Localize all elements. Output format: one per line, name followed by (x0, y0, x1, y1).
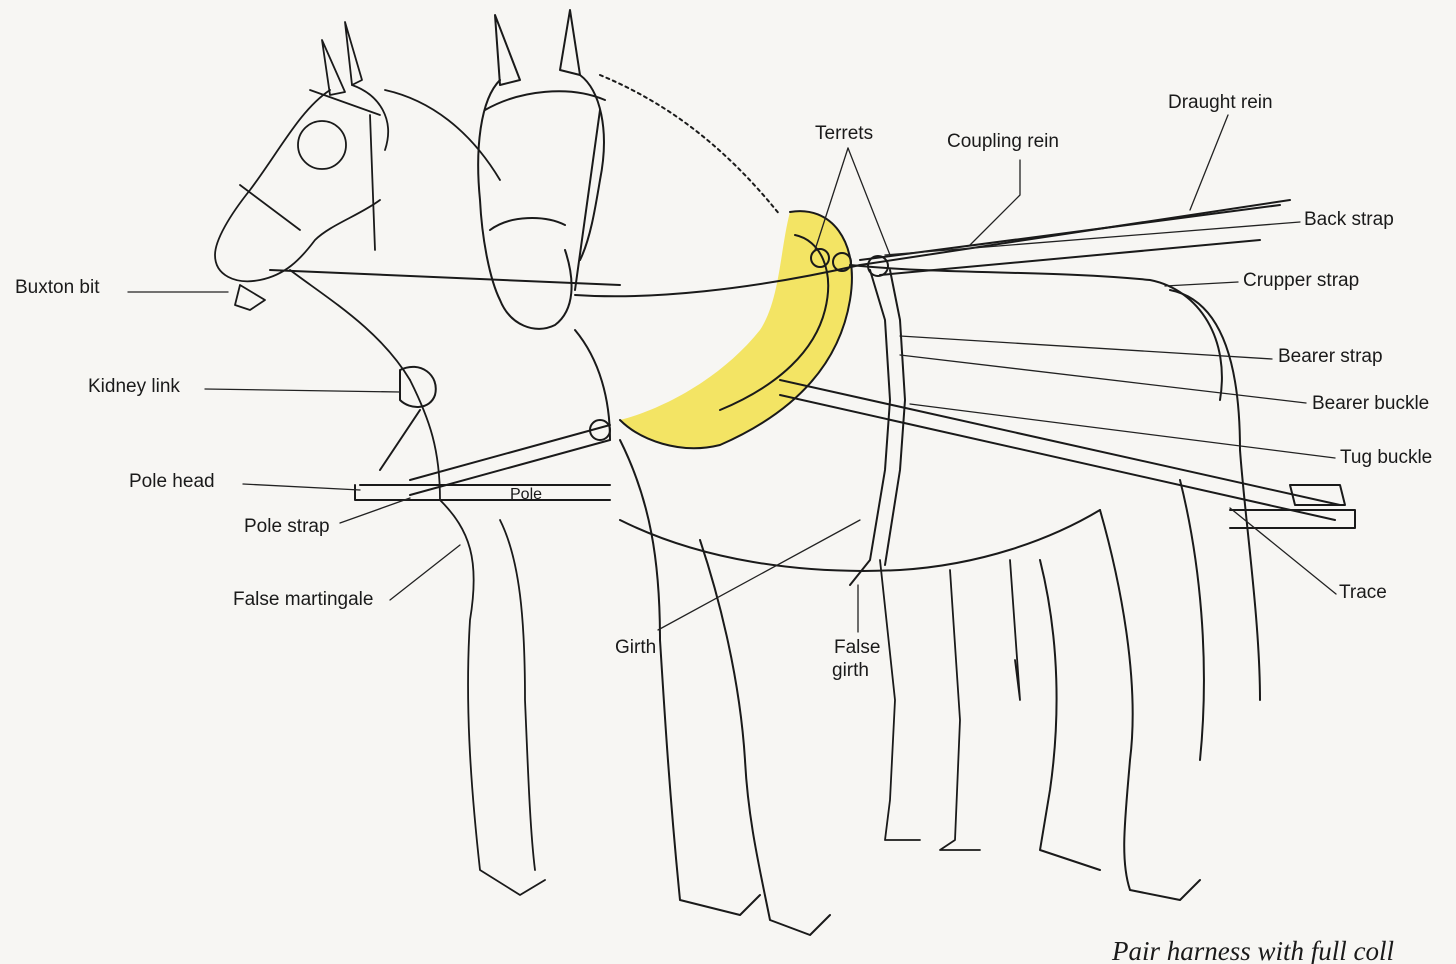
label-tug-buckle: Tug buckle (1340, 447, 1432, 469)
front-horse (478, 10, 1260, 935)
figure-caption: Pair harness with full coll (1112, 936, 1394, 964)
label-bearer-strap: Bearer strap (1278, 346, 1383, 368)
label-bearer-buckle: Bearer buckle (1312, 393, 1429, 415)
label-crupper-strap: Crupper strap (1243, 270, 1359, 292)
back-horse (215, 22, 1020, 895)
label-false-girth-line1: False (834, 637, 880, 659)
label-coupling-rein: Coupling rein (947, 131, 1059, 153)
label-pole-head: Pole head (129, 471, 215, 493)
label-false-martingale: False martingale (233, 589, 373, 611)
label-terrets: Terrets (815, 123, 873, 145)
label-girth: Girth (615, 637, 656, 659)
label-trace: Trace (1339, 582, 1387, 604)
label-buxton-bit: Buxton bit (15, 277, 100, 299)
label-back-strap: Back strap (1304, 209, 1394, 231)
label-pole-strap: Pole strap (244, 516, 330, 538)
label-false-girth-line2: girth (832, 660, 869, 682)
label-draught-rein: Draught rein (1168, 92, 1273, 114)
label-pole: Pole (510, 484, 542, 506)
label-kidney-link: Kidney link (88, 376, 180, 398)
